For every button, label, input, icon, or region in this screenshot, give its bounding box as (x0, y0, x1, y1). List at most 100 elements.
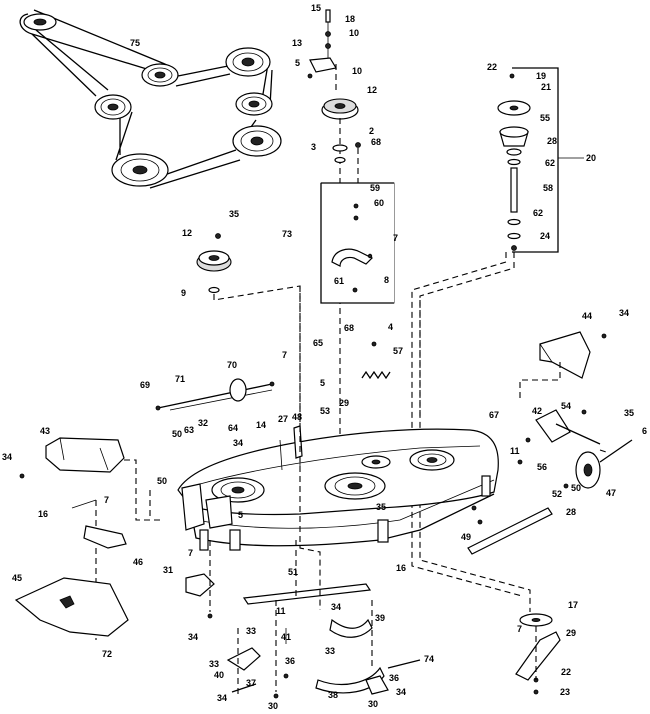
callout-20: 20 (586, 153, 597, 163)
inset-pulley-left-middle (94, 94, 132, 120)
callout-31: 31 (163, 565, 174, 575)
callout-13: 13 (292, 38, 303, 48)
right-baffle-part (519, 331, 607, 400)
callout-34: 34 (217, 693, 228, 703)
callout-58: 58 (543, 183, 554, 193)
callout-11: 11 (510, 446, 520, 456)
callout-63: 63 (184, 425, 195, 435)
callout-4: 4 (388, 322, 394, 332)
callout-12: 12 (367, 85, 378, 95)
inset-pulley-center (141, 63, 179, 87)
right-side-hardware (517, 409, 633, 489)
callout-34: 34 (188, 632, 199, 642)
callout-5: 5 (295, 58, 301, 68)
bar-51-part (242, 540, 372, 605)
callout-22: 22 (561, 667, 572, 677)
callout-47: 47 (606, 488, 617, 498)
callout-3: 3 (311, 142, 317, 152)
callout-70: 70 (227, 360, 238, 370)
inset-pulley-right-top (225, 47, 271, 77)
deck-spindle-center (324, 472, 386, 500)
callout-71: 71 (175, 374, 186, 384)
callout-5: 5 (320, 378, 326, 388)
callout-30: 30 (368, 699, 379, 709)
callout-15: 15 (311, 3, 322, 13)
assembly-guide-lines (149, 286, 607, 610)
callout-16: 16 (38, 509, 49, 519)
callout-55: 55 (540, 113, 551, 123)
callout-33: 33 (209, 659, 220, 669)
callout-37: 37 (246, 678, 257, 688)
callout-39: 39 (375, 613, 386, 623)
callout-33: 33 (325, 646, 336, 656)
callout-69: 69 (140, 380, 151, 390)
callout-36: 36 (389, 673, 400, 683)
callout-28: 28 (566, 507, 577, 517)
callout-34: 34 (396, 687, 407, 697)
callout-35: 35 (376, 502, 387, 512)
bottom-right-blade-assembly (515, 613, 561, 695)
callout-7: 7 (517, 624, 523, 634)
callout-9: 9 (181, 288, 187, 298)
bottom-left-hardware (226, 600, 289, 699)
spindle-assembly-right (411, 67, 584, 612)
callout-2: 2 (369, 126, 375, 136)
callout-36: 36 (285, 656, 296, 666)
callout-45: 45 (12, 573, 23, 583)
callout-50: 50 (571, 483, 582, 493)
inset-pulley-right-bottom (232, 125, 282, 157)
callout-48: 48 (292, 412, 303, 422)
callout-7: 7 (393, 233, 399, 243)
belt-routing-inset (19, 9, 282, 189)
deck-spindle-right (409, 449, 455, 471)
callout-68: 68 (371, 137, 382, 147)
callout-52: 52 (552, 489, 563, 499)
callout-23: 23 (560, 687, 571, 697)
callout-41: 41 (281, 632, 292, 642)
discharge-chute-part (14, 577, 129, 637)
callout-5: 5 (238, 510, 244, 520)
inset-pulley-bottom-left (111, 153, 169, 187)
callout-7: 7 (104, 495, 110, 505)
callout-54: 54 (561, 401, 572, 411)
inset-pulley-right-middle (235, 92, 273, 116)
callout-11: 11 (276, 606, 286, 616)
callout-14: 14 (256, 420, 267, 430)
callout-19: 19 (536, 71, 547, 81)
bottom-center-baffle (315, 600, 421, 695)
callout-35: 35 (624, 408, 635, 418)
callout-43: 43 (40, 426, 51, 436)
callout-73: 73 (282, 229, 293, 239)
callout-29: 29 (339, 398, 350, 408)
callout-61: 61 (334, 276, 345, 286)
callout-22: 22 (487, 62, 498, 72)
callout-50: 50 (157, 476, 168, 486)
idler-arm-assembly (307, 9, 395, 480)
callout-7: 7 (282, 350, 288, 360)
callout-38: 38 (328, 690, 339, 700)
callout-34: 34 (331, 602, 342, 612)
callout-35: 35 (229, 209, 240, 219)
callout-64: 64 (228, 423, 239, 433)
callout-59: 59 (370, 183, 381, 193)
callout-46: 46 (133, 557, 144, 567)
skid-bar-part (467, 505, 553, 555)
callout-34: 34 (233, 438, 244, 448)
callout-34: 34 (619, 308, 630, 318)
callout-50: 50 (172, 429, 183, 439)
mower-deck-shell (177, 425, 499, 551)
inset-pulley-top-left (23, 13, 57, 31)
callout-62: 62 (545, 158, 556, 168)
callout-60: 60 (374, 198, 385, 208)
callout-32: 32 (198, 418, 209, 428)
callout-67: 67 (489, 410, 500, 420)
callout-62: 62 (533, 208, 544, 218)
callout-53: 53 (320, 406, 331, 416)
callout-68: 68 (344, 323, 355, 333)
deck-spindle-far-right (361, 455, 391, 469)
callout-27: 27 (278, 414, 289, 424)
pulley-left-assembly (196, 233, 301, 450)
callout-28: 28 (547, 136, 558, 146)
callout-10: 10 (349, 28, 360, 38)
